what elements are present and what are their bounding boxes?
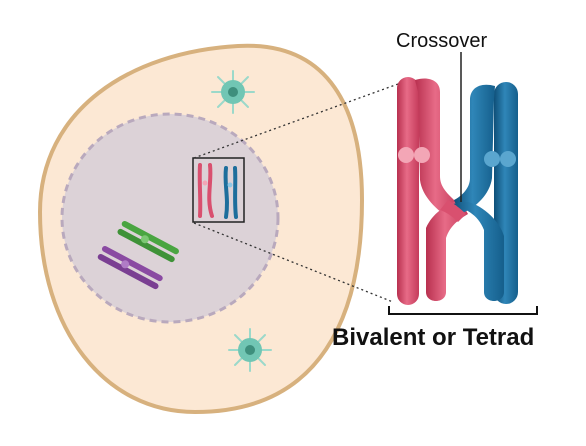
green-chromosome <box>117 220 179 263</box>
centrosome-icon <box>228 328 272 372</box>
zoom-connector-lines <box>193 83 399 303</box>
bivalent-tetrad-label: Bivalent or Tetrad <box>332 324 535 351</box>
crossover-label: Crossover <box>396 30 488 52</box>
nucleus <box>60 112 280 324</box>
large-bivalent <box>397 77 518 305</box>
small-bivalent <box>197 163 238 219</box>
purple-chromosome <box>97 246 163 290</box>
centrosome-icon <box>211 70 255 114</box>
zoom-box <box>192 157 245 223</box>
tetrad-bracket <box>388 306 538 315</box>
